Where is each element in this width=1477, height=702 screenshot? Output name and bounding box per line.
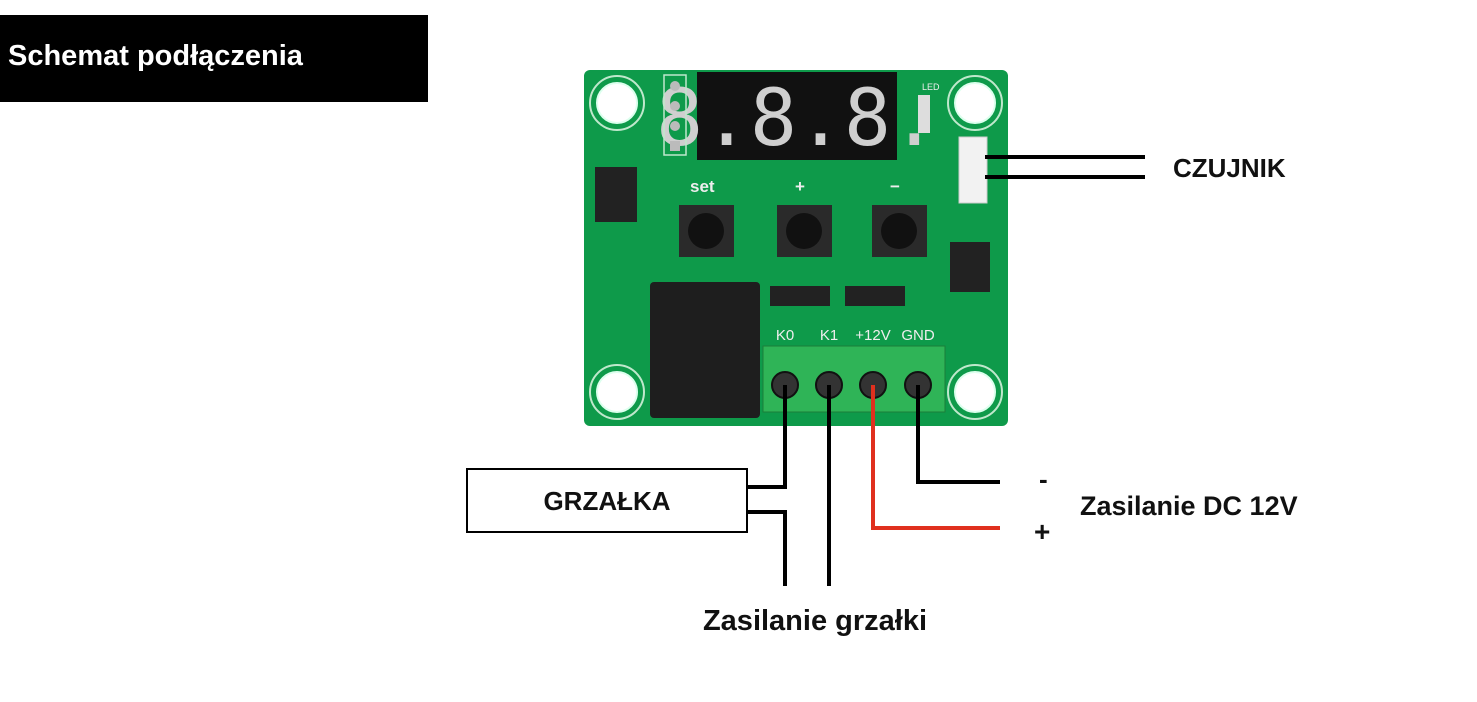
terminal-label-k0: K0 bbox=[776, 327, 794, 344]
wire-k0 bbox=[747, 385, 787, 489]
set-label: set bbox=[690, 177, 715, 196]
terminal-label-gnd: GND bbox=[901, 327, 935, 344]
wire-heater-return bbox=[747, 510, 787, 586]
page-title: Schemat podłączenia bbox=[0, 15, 428, 102]
wires bbox=[747, 155, 1145, 586]
sensor-connector bbox=[958, 136, 988, 204]
display-digits: 8.8.8. bbox=[656, 74, 938, 164]
plus-label: + bbox=[795, 177, 805, 196]
power-label: Zasilanie DC 12V bbox=[1080, 491, 1298, 521]
seven-segment-display bbox=[697, 72, 897, 160]
ic-chip bbox=[595, 167, 637, 222]
title-text: Schemat podłączenia bbox=[8, 40, 303, 72]
heater-power-label: Zasilanie grzałki bbox=[703, 605, 927, 637]
thermostat-board: 8.8.8. LED set + − K0 K1 +12V GND bbox=[584, 70, 1008, 426]
heater-label: GRZAŁKA bbox=[543, 486, 670, 516]
sensor-label: CZUJNIK bbox=[1173, 153, 1286, 183]
terminal-label-k1: K1 bbox=[820, 327, 838, 344]
power-plus-label: + bbox=[1034, 516, 1050, 547]
minus-label: − bbox=[890, 177, 900, 196]
led-label: LED bbox=[922, 82, 940, 92]
power-minus-label: - bbox=[1039, 464, 1048, 494]
heater-box bbox=[466, 468, 748, 533]
terminal-label-12v: +12V bbox=[855, 327, 890, 344]
wire-12v bbox=[871, 385, 1000, 530]
mounting-holes bbox=[596, 82, 996, 413]
relay bbox=[650, 282, 760, 418]
push-buttons bbox=[679, 205, 927, 257]
wire-gnd bbox=[916, 385, 1000, 484]
